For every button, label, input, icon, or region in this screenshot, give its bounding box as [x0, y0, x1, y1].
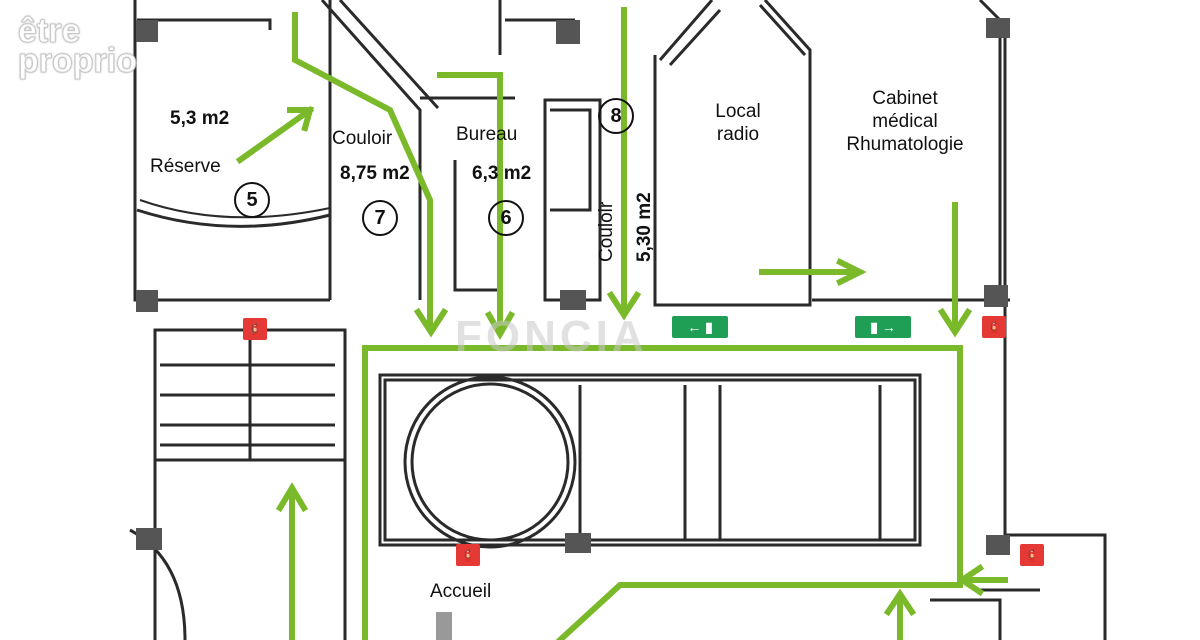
exit-sign-2: ▮ →: [855, 316, 911, 338]
local-radio-label: Local radio: [706, 101, 770, 147]
reserve-name: Réserve: [150, 156, 221, 177]
walls: [129, 0, 1107, 640]
local-radio-line-1: Local: [715, 101, 761, 122]
local-radio-line-2: radio: [716, 123, 760, 145]
couloir7-name: Couloir: [332, 128, 393, 149]
room-number-6: 6: [488, 200, 524, 236]
evacuation-arrows: [235, 7, 1008, 640]
columns: [136, 18, 1010, 555]
cabinet-label: Cabinet médical Rhumatologie: [830, 88, 980, 156]
agency-watermark: FONCIA: [455, 312, 648, 361]
fire-extinguisher-icon-4: 🧯: [1020, 544, 1044, 566]
reserve-area: 5,3 m2: [170, 108, 230, 129]
cabinet-line-3: Rhumatologie: [846, 133, 964, 155]
room-number-5: 5: [234, 182, 270, 218]
room-number-8: 8: [598, 98, 634, 134]
fire-extinguisher-icon-2: 🧯: [982, 316, 1006, 338]
fire-extinguisher-icon-1: 🧯: [243, 318, 267, 340]
bureau-area: 6,3 m2: [472, 163, 532, 184]
couloir8-area: 5,30 m2: [634, 192, 655, 262]
fire-extinguisher-icon-3: 🧯: [456, 544, 480, 566]
accueil-name: Accueil: [430, 581, 492, 602]
couloir7-area: 8,75 m2: [340, 163, 410, 184]
room-number-7: 7: [362, 200, 398, 236]
brand-logo: être proprio: [18, 12, 138, 80]
exit-sign-1: ← ▮: [672, 316, 728, 338]
logo-line-1: être: [18, 12, 81, 50]
cabinet-line-2: médical: [872, 110, 938, 132]
cabinet-line-1: Cabinet: [872, 88, 938, 109]
logo-line-2: proprio: [18, 42, 138, 80]
reception-desk: [436, 612, 452, 640]
bureau-name: Bureau: [456, 124, 518, 145]
couloir8-name: Couloir: [596, 201, 617, 262]
